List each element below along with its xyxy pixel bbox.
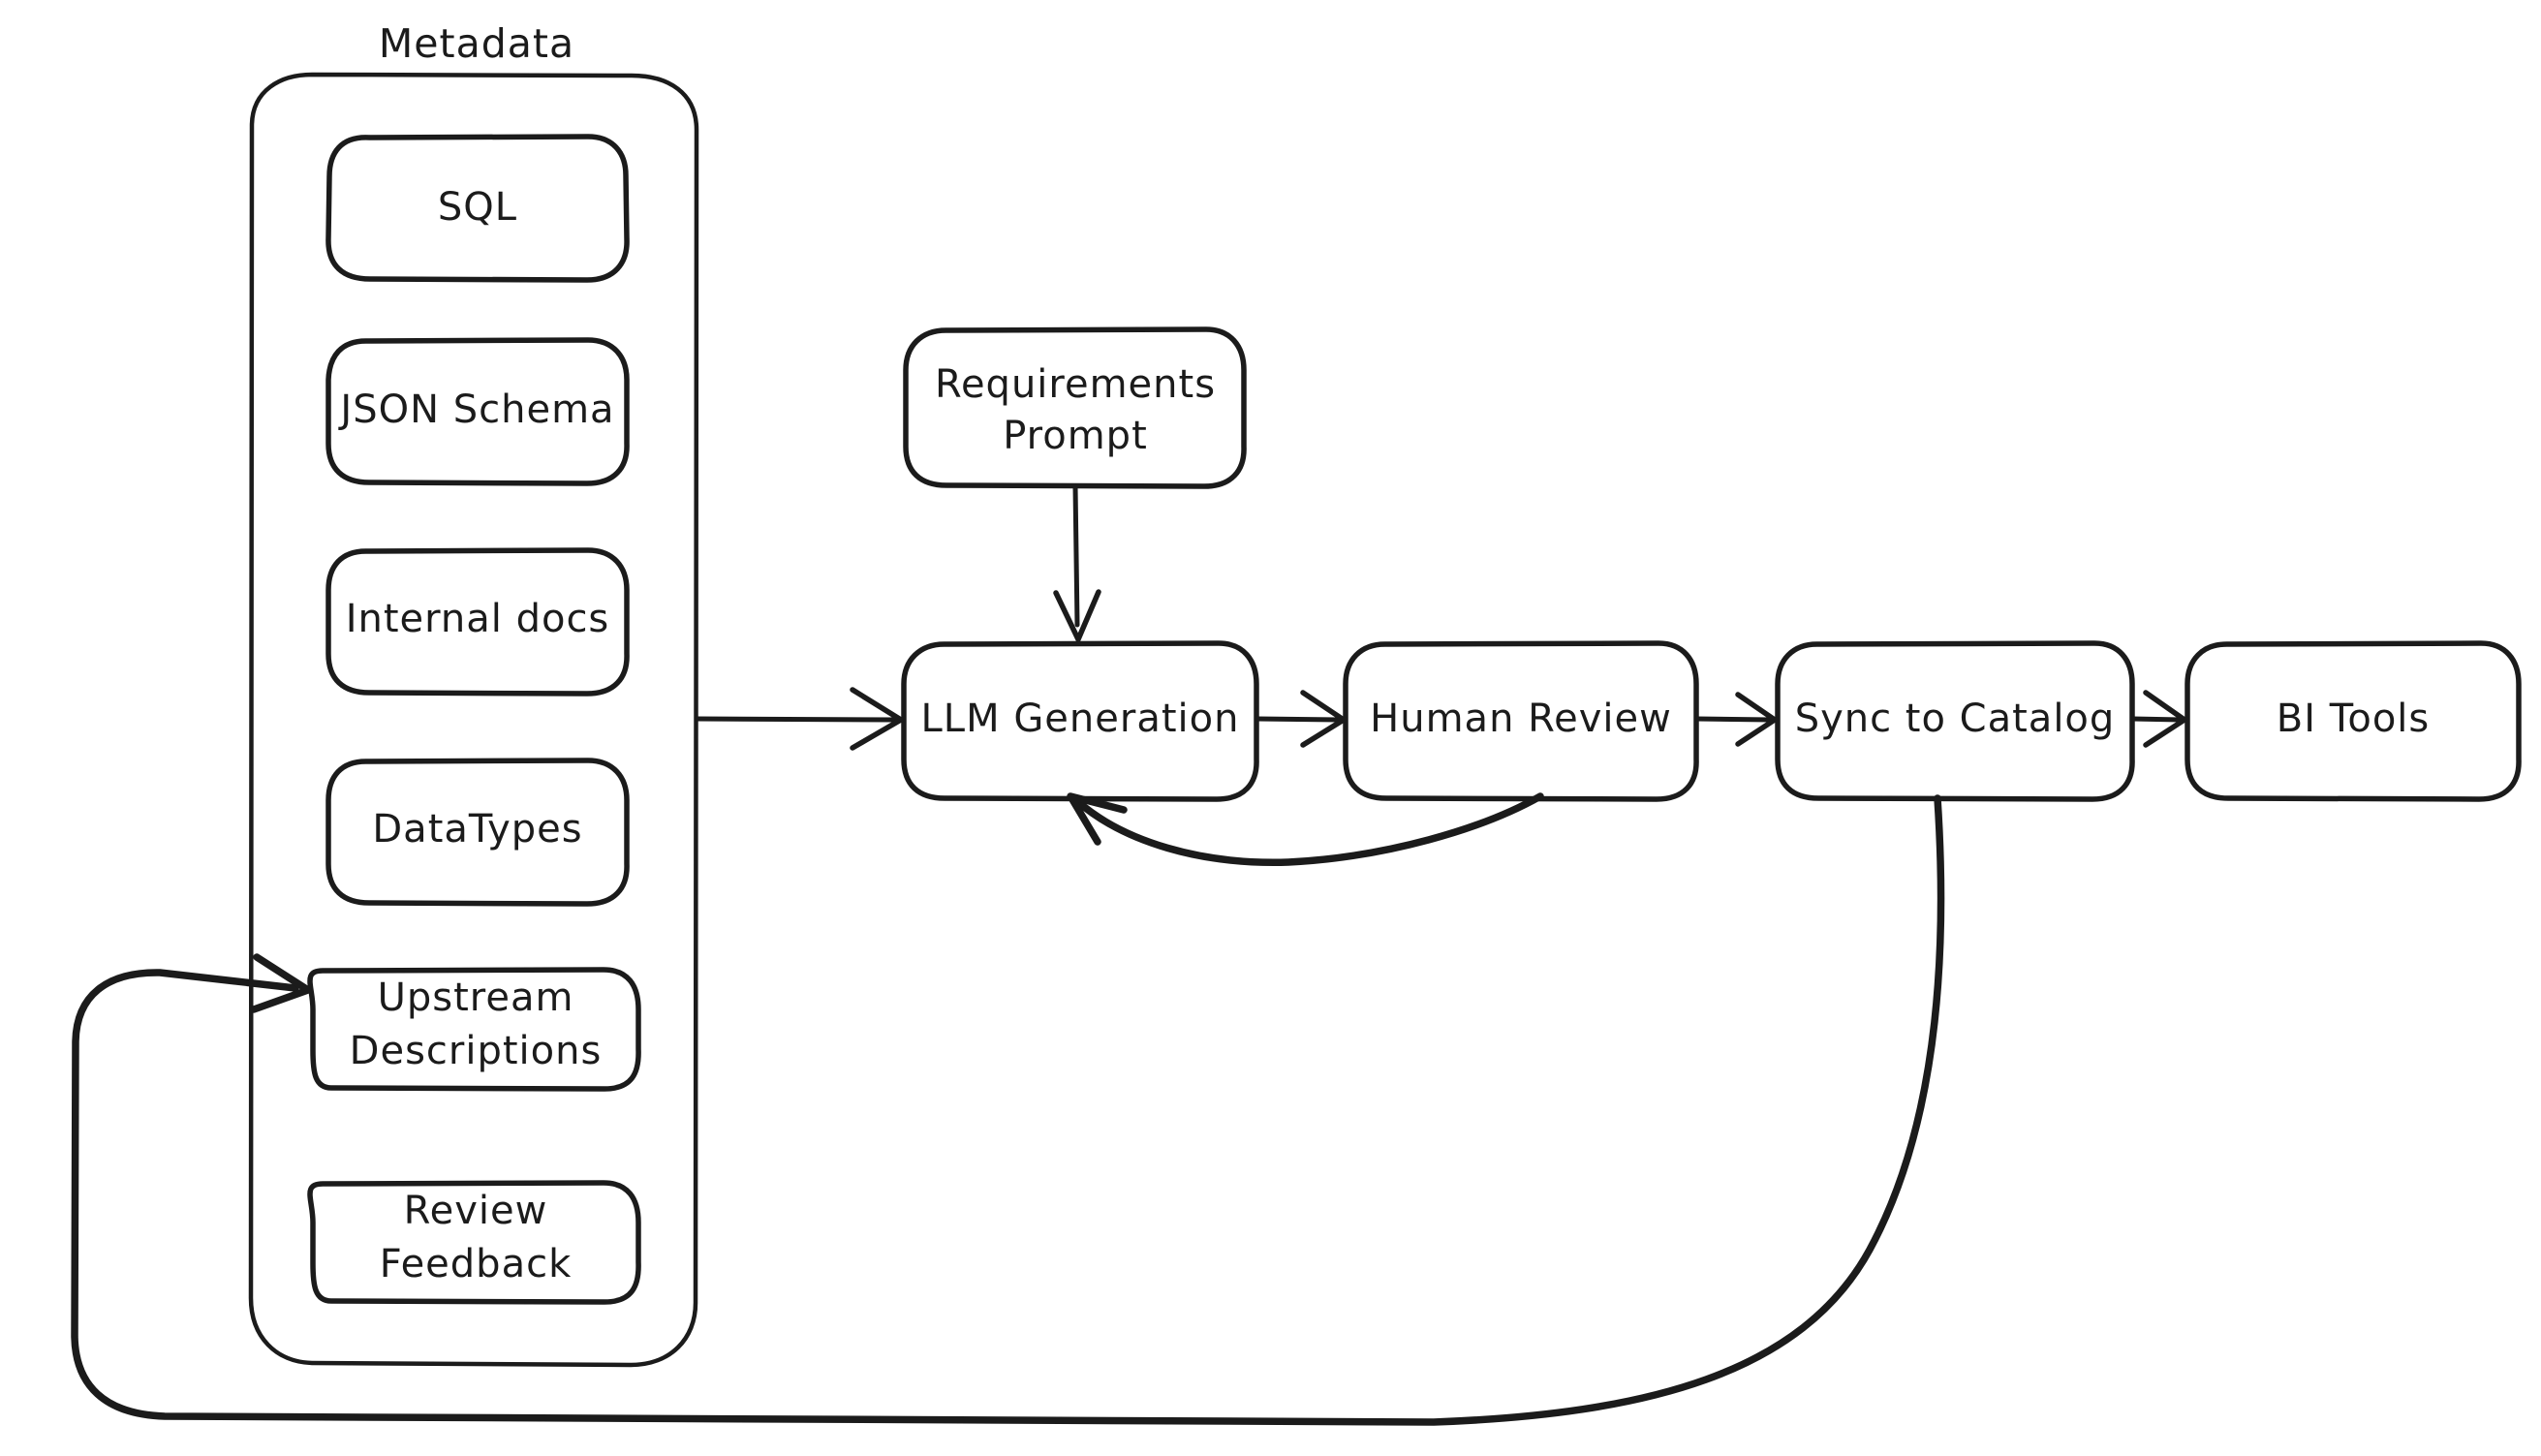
arrowhead-icon (1300, 690, 1347, 748)
arrowhead-icon (850, 687, 904, 751)
metadata-item-upstream-descriptions-label-line2: Descriptions (350, 1029, 603, 1073)
metadata-item-datatypes-label: DataTypes (372, 807, 582, 852)
metadata-item-review-feedback-label-line1: Review (404, 1189, 548, 1233)
metadata-item-internal-docs-label: Internal docs (346, 597, 610, 641)
group-title-metadata: Metadata (379, 20, 574, 67)
metadata-item-json-schema[interactable]: JSON Schema (325, 337, 630, 486)
arrowhead-icon (2143, 690, 2187, 748)
node-sync-to-catalog-label: Sync to Catalog (1795, 697, 2116, 741)
arrowhead-icon (250, 953, 312, 1013)
node-bi-tools-label: BI Tools (2277, 697, 2431, 741)
node-bi-tools[interactable]: BI Tools (2185, 640, 2522, 802)
node-llm-generation-label: LLM Generation (921, 697, 1240, 741)
arrowhead-icon (1735, 692, 1778, 747)
metadata-item-upstream-descriptions-label-line1: Upstream (378, 976, 574, 1020)
node-human-review-label: Human Review (1370, 697, 1672, 741)
node-requirements-prompt-label-line2: Prompt (1003, 414, 1148, 458)
node-requirements-prompt[interactable]: Requirements Prompt (903, 326, 1247, 489)
edge-sync-to-catalog-to-upstream-descriptions-feedback (71, 794, 1945, 1426)
metadata-item-review-feedback-label-line2: Feedback (380, 1242, 573, 1286)
metadata-item-upstream-descriptions[interactable]: Upstream Descriptions (307, 967, 641, 1092)
arrowhead-icon (1053, 589, 1101, 642)
node-llm-generation[interactable]: LLM Generation (901, 640, 1259, 802)
metadata-item-review-feedback[interactable]: Review Feedback (307, 1180, 641, 1305)
edge-human-review-to-llm-generation-feedback (1067, 792, 1544, 866)
arrowhead-icon (1067, 792, 1128, 846)
metadata-item-sql[interactable]: SQL (325, 134, 630, 283)
metadata-item-json-schema-label: JSON Schema (337, 387, 614, 432)
metadata-item-internal-docs[interactable]: Internal docs (325, 547, 630, 697)
node-sync-to-catalog[interactable]: Sync to Catalog (1775, 640, 2135, 802)
edge-sync-to-catalog-to-bi-tools (2129, 690, 2187, 748)
metadata-item-datatypes[interactable]: DataTypes (325, 758, 630, 907)
edge-human-review-to-sync-to-catalog (1693, 692, 1778, 747)
node-requirements-prompt-label-line1: Requirements (935, 362, 1216, 407)
edge-llm-generation-to-human-review (1254, 690, 1347, 748)
metadata-item-sql-label: SQL (438, 185, 517, 230)
edge-metadata-to-llm-generation (694, 687, 904, 751)
node-human-review[interactable]: Human Review (1343, 640, 1699, 802)
edge-requirements-to-llm-generation (1053, 483, 1101, 642)
